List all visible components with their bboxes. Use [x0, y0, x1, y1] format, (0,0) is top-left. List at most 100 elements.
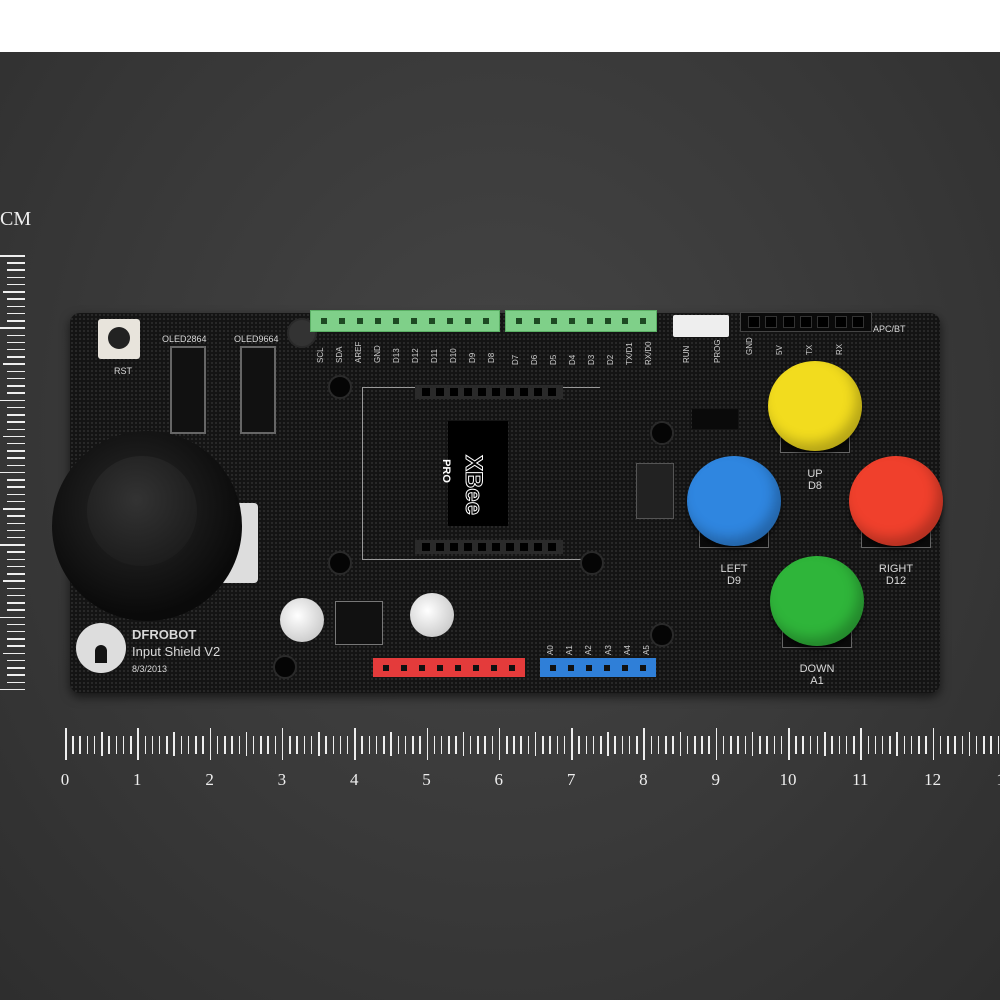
- pin-label: TX/D1: [624, 342, 634, 365]
- ruler-number: 3: [277, 770, 287, 789]
- ruler-tick: [173, 732, 175, 756]
- button-pin: D8: [807, 480, 823, 492]
- ruler-tick: [520, 736, 522, 754]
- oled-connector-2: [240, 346, 276, 434]
- ruler-tick: [7, 594, 25, 597]
- pin-label: RX: [835, 343, 844, 355]
- ruler-tick: [506, 736, 508, 754]
- run-prog-switch[interactable]: [673, 315, 729, 337]
- ruler-tick: [715, 728, 718, 760]
- ruler-tick: [332, 736, 334, 754]
- ruler-tick: [252, 736, 255, 754]
- button-up[interactable]: [768, 361, 862, 451]
- pin-label: SCL: [315, 347, 325, 363]
- ruler-tick: [375, 736, 378, 754]
- pin-label: D3: [586, 354, 596, 365]
- ruler-tick: [209, 728, 212, 760]
- ruler-tick: [7, 515, 25, 517]
- ruler-tick: [433, 736, 436, 754]
- ruler-tick: [686, 736, 689, 754]
- ruler-number: 8: [639, 770, 648, 789]
- ruler-tick: [448, 736, 450, 754]
- ruler-unit: CM: [0, 208, 32, 230]
- pin-label: A1: [565, 645, 574, 655]
- ruler-tick: [607, 732, 609, 756]
- ruler-tick: [426, 728, 428, 760]
- ruler-tick: [7, 262, 25, 264]
- ruler-tick: [296, 736, 298, 754]
- ruler-tick: [7, 536, 25, 539]
- reset-button[interactable]: [88, 317, 152, 361]
- capacitor: [410, 593, 454, 637]
- ruler-number: 12: [924, 770, 942, 789]
- apc-bt-header: [740, 312, 872, 332]
- pin-label: GND: [745, 337, 754, 355]
- ruler-tick: [108, 736, 110, 754]
- joystick[interactable]: [52, 431, 242, 621]
- ruler-tick: [816, 736, 819, 754]
- pin-label: D13: [391, 348, 401, 363]
- voltage-regulator: [335, 601, 383, 645]
- ruler-tick: [3, 291, 25, 293]
- ruler-tick: [592, 736, 595, 754]
- ruler-tick: [7, 602, 25, 604]
- oled-label-2: OLED9664: [234, 334, 279, 344]
- button-label: UP: [807, 468, 823, 480]
- pin-label: D5: [548, 354, 558, 365]
- ruler-tick: [368, 736, 371, 754]
- ruler-number: 10: [779, 770, 797, 789]
- pin-label: D6: [529, 354, 539, 365]
- ruler-tick: [289, 736, 291, 754]
- oled-connector-1: [170, 346, 206, 434]
- ruler-tick: [3, 652, 25, 655]
- ruler-tick: [672, 736, 674, 754]
- ruler-tick: [939, 736, 942, 754]
- ruler-tick: [737, 736, 739, 754]
- ruler-tick: [961, 736, 964, 754]
- pin-label: D7: [510, 354, 520, 365]
- ruler-tick: [3, 580, 25, 582]
- ruler-tick: [383, 736, 385, 754]
- ruler-tick: [918, 736, 920, 754]
- ruler-tick: [910, 736, 913, 754]
- ruler-tick: [7, 442, 25, 445]
- button-left[interactable]: [687, 456, 781, 546]
- button-pin: A1: [810, 675, 824, 687]
- ruler-tick: [339, 736, 342, 754]
- ruler-tick: [571, 728, 573, 760]
- ruler-number: 13: [996, 770, 1000, 790]
- button-right[interactable]: [849, 456, 943, 546]
- ruler-tick: [0, 616, 25, 618]
- ruler-tick: [354, 728, 356, 760]
- ruler-tick: [751, 732, 754, 756]
- ruler-tick: [491, 736, 494, 754]
- joystick-cap[interactable]: [87, 456, 197, 566]
- pin-label: D10: [448, 348, 458, 363]
- ruler-tick: [990, 736, 992, 754]
- pin-label: A0: [545, 645, 555, 655]
- apc-bt-label: APC/BT: [873, 324, 906, 334]
- ruler-tick: [7, 457, 25, 459]
- ruler-tick: [7, 320, 25, 322]
- ruler-number: 4: [349, 770, 359, 789]
- ruler-tick: [440, 736, 443, 754]
- input-shield-board: RST OLED2864 OLED9664 APC/BT XBee PRO DF…: [52, 310, 943, 693]
- ruler-tick: [303, 736, 306, 754]
- ruler-tick: [318, 732, 320, 756]
- ruler-tick: [86, 736, 89, 754]
- ruler-tick: [498, 728, 501, 760]
- pin-label: 5V: [775, 345, 784, 355]
- ruler-tick: [7, 421, 25, 423]
- ruler-tick: [260, 736, 262, 754]
- ruler-tick: [245, 732, 248, 756]
- pin-label: A2: [584, 645, 594, 655]
- ruler-tick: [7, 464, 25, 467]
- ruler-tick: [867, 736, 870, 754]
- ruler-tick: [7, 529, 25, 532]
- ruler-tick: [7, 283, 25, 286]
- ruler-tick: [7, 312, 25, 315]
- ruler-tick: [274, 736, 277, 754]
- button-down[interactable]: [770, 556, 864, 646]
- pin-label: D9: [467, 352, 477, 363]
- ruler-tick: [0, 544, 25, 546]
